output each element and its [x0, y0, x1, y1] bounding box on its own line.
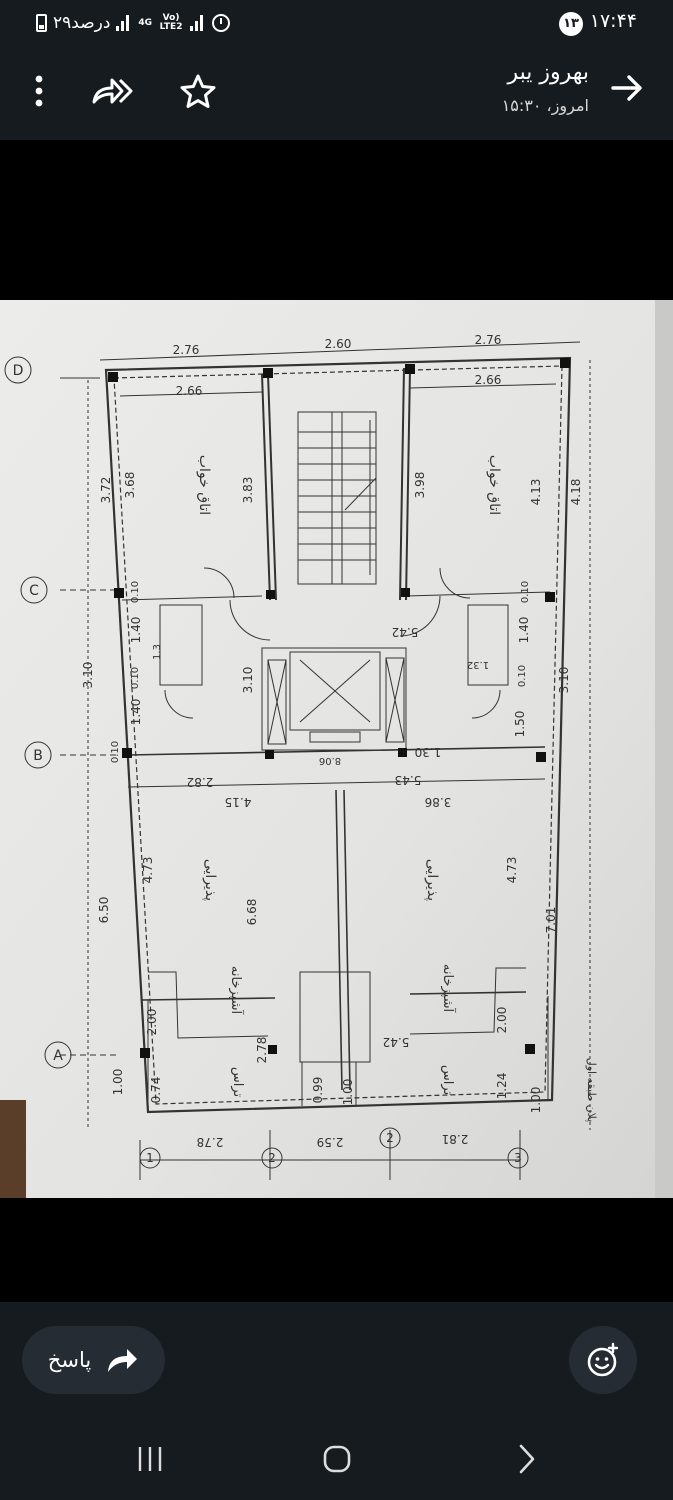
- dim-010d: 0.10: [520, 581, 531, 603]
- alarm-icon: [212, 14, 231, 32]
- dim-130a: 1.3: [152, 644, 163, 660]
- dim-281: 2.81: [442, 1132, 469, 1146]
- grid-letter-b: B: [33, 748, 43, 764]
- room-label-kitchen-1: آشپزخانه: [228, 966, 245, 1016]
- dim-inner-2: 2.66: [475, 373, 502, 387]
- signal-icon-2: [190, 15, 206, 31]
- dim-418: 4.18: [569, 479, 583, 506]
- notification-count-badge: ۱۳: [559, 12, 583, 36]
- nav-recent-apps-icon[interactable]: [136, 1444, 166, 1474]
- grid-number-1: 1: [146, 1151, 154, 1165]
- dim-806: 8.06: [319, 755, 341, 766]
- signal-icon: [116, 15, 132, 31]
- status-bar: ۲۹درصد 4G Vo) LTE2 ۱۳ ۱۷:۴۴: [0, 0, 673, 46]
- dim-132: 1.32: [467, 659, 489, 670]
- dim-140b: 1.40: [517, 617, 531, 644]
- room-label-terrace-2: تراس: [440, 1065, 455, 1096]
- dim-542a: 5.42: [392, 625, 419, 639]
- battery-label: ۲۹درصد: [53, 13, 111, 33]
- back-arrow-icon[interactable]: [607, 68, 647, 108]
- forward-all-icon[interactable]: [90, 74, 134, 108]
- dim-140c-label: 1.40: [129, 699, 143, 726]
- emoji-reaction-button[interactable]: [569, 1326, 637, 1394]
- grid-letter-a: A: [53, 1048, 63, 1064]
- status-left-icons: ۲۹درصد 4G Vo) LTE2: [36, 10, 231, 36]
- dim-130b: 1.30: [415, 745, 442, 759]
- dim-543: 5.43: [395, 773, 422, 787]
- dim-150: 1.50: [513, 711, 527, 738]
- dim-140a: 1.40: [129, 617, 143, 644]
- dim-010a: 0.10: [130, 581, 141, 603]
- dim-650: 6.50: [97, 897, 111, 924]
- room-label-reception-2: پذیرایی: [424, 859, 440, 901]
- room-label-reception-1: پذیرایی: [202, 859, 218, 901]
- dim-668: 6.68: [245, 899, 259, 926]
- dim-310: 3.10: [81, 662, 95, 689]
- message-header: بهروز یبر امروز، ۱۵:۳۰: [0, 46, 673, 140]
- status-time: ۱۷:۴۴: [589, 10, 637, 32]
- dim-282: 2.82: [187, 775, 214, 789]
- nav-back-icon[interactable]: [512, 1442, 542, 1476]
- message-date: امروز، ۱۵:۳۰: [501, 96, 589, 115]
- dim-099: 0.99: [311, 1077, 325, 1104]
- dim-100a: 1.00: [111, 1069, 125, 1096]
- sender-name: بهروز یبر: [507, 60, 589, 85]
- dim-383: 3.83: [241, 477, 255, 504]
- room-label-kitchen-2: آشپزخانه: [440, 964, 457, 1014]
- dim-542b: 5.42: [383, 1035, 410, 1049]
- reply-button[interactable]: پاسخ: [22, 1326, 165, 1394]
- bottom-bar: پاسخ: [0, 1302, 673, 1500]
- grid-number-3: 3: [514, 1151, 522, 1165]
- dim-386: 3.86: [425, 795, 452, 809]
- dim-010b: 0.10: [130, 667, 141, 689]
- dim-372: 3.72: [99, 477, 113, 504]
- dim-top-2: 2.60: [325, 337, 352, 351]
- grid-letter-c: C: [29, 583, 39, 599]
- dim-top-3: 2.76: [475, 333, 502, 347]
- grid-number-2: 2: [268, 1151, 276, 1165]
- dim-310c: 3.10: [557, 667, 571, 694]
- dim-473b: 4.73: [505, 857, 519, 884]
- dim-278b: 2.78: [197, 1135, 224, 1149]
- dim-010c: 0.10: [110, 741, 121, 763]
- nav-home-icon[interactable]: [322, 1444, 352, 1474]
- dim-100c: 1.00: [529, 1087, 543, 1114]
- dim-413: 4.13: [529, 479, 543, 506]
- network-4g-label: 4G: [138, 17, 153, 28]
- dim-124: 1.24: [495, 1073, 509, 1100]
- dim-368: 3.68: [123, 472, 137, 499]
- dim-100b: 1.00: [341, 1079, 355, 1106]
- dim-473a: 4.73: [141, 857, 155, 884]
- grid-letter-d: D: [13, 363, 24, 379]
- dim-278a: 2.78: [255, 1037, 269, 1064]
- grid-number-2b: 2: [386, 1131, 394, 1145]
- dim-310b: 3.10: [241, 667, 255, 694]
- dim-010e: 0.10: [517, 665, 528, 687]
- dim-259: 2.59: [317, 1135, 344, 1149]
- reply-arrow-icon: [108, 1349, 138, 1372]
- dim-top-1: 2.76: [173, 343, 200, 357]
- room-label-terrace-1: تراس: [230, 1067, 245, 1098]
- image-viewer[interactable]: 2.76 2.60 2.76 2.66 2.66 D C B A 1 2 2 3…: [0, 140, 673, 1302]
- plan-title: پلان طبقه اول: [585, 1058, 598, 1123]
- dim-200b: 2.00: [495, 1007, 509, 1034]
- reply-label: پاسخ: [47, 1348, 92, 1372]
- dim-inner-1: 2.66: [176, 384, 203, 398]
- more-options-icon[interactable]: [24, 74, 54, 108]
- dim-200a: 2.00: [145, 1009, 159, 1036]
- floor-plan-photo: 2.76 2.60 2.76 2.66 2.66 D C B A 1 2 2 3…: [0, 300, 673, 1198]
- dim-701: 7.01: [544, 907, 558, 934]
- star-icon[interactable]: [178, 72, 218, 112]
- battery-icon: [36, 14, 47, 32]
- network-lte-label: Vo) LTE2: [159, 13, 183, 32]
- dim-415: 4.15: [225, 795, 252, 809]
- room-label-bedroom-1: اتاق خواب: [196, 455, 212, 515]
- dim-074: 0.74: [149, 1077, 163, 1104]
- room-label-bedroom-2: اتاق خواب: [486, 455, 502, 515]
- dim-398: 3.98: [413, 472, 427, 499]
